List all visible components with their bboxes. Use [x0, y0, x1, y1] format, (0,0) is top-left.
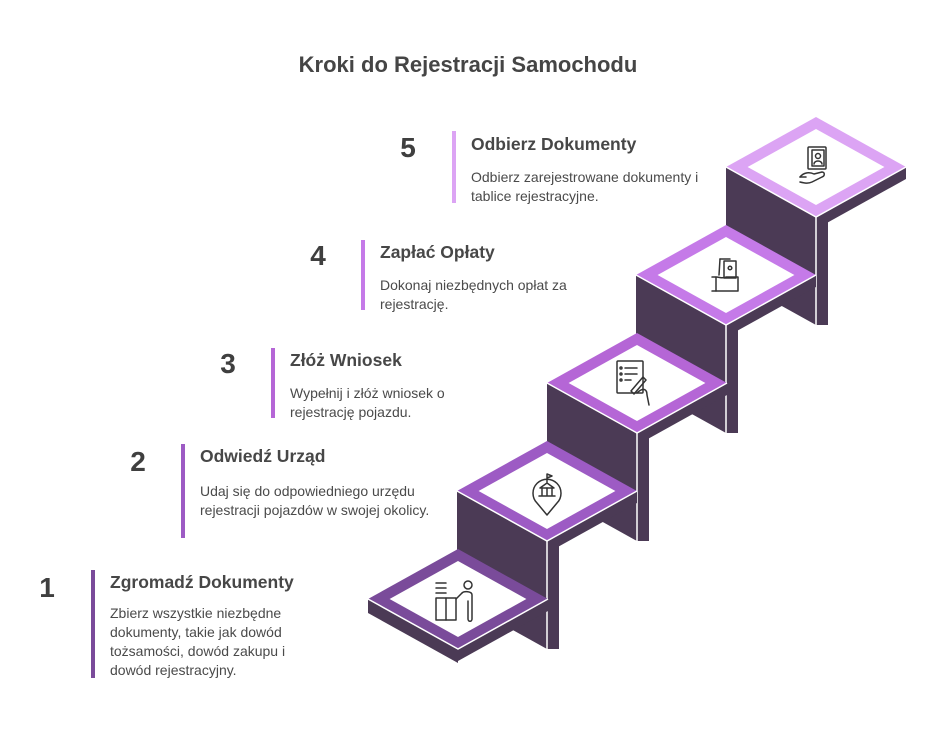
- step-5-number: 5: [400, 132, 416, 163]
- step-3-accent-bar: [271, 348, 275, 418]
- step-2-number: 2: [130, 446, 146, 477]
- step-3-number: 3: [220, 348, 236, 379]
- step-1-top-face: [389, 561, 527, 637]
- step-2-side-face: [547, 491, 637, 553]
- step-2-accent-bar: [181, 444, 185, 538]
- step-5-top-face: [747, 129, 885, 205]
- step-5-heading: Odbierz Dokumenty: [471, 134, 637, 154]
- step-1-heading: Zgromadź Dokumenty: [110, 572, 294, 592]
- step-3-side-face: [637, 383, 727, 445]
- diagram-title: Kroki do Rejestracji Samochodu: [298, 52, 638, 77]
- step-3-heading: Złóż Wniosek: [290, 350, 402, 370]
- step-1-number: 1: [39, 572, 55, 603]
- step-5-description: Odbierz zarejestrowane dokumenty i tabli…: [471, 169, 699, 204]
- step-4-side-face: [726, 275, 816, 337]
- government-building-pin-icon: [532, 473, 562, 516]
- step-1-description: Zbierz wszystkie niezbędne dokumenty, ta…: [110, 605, 286, 678]
- step-4-top-face: [657, 237, 795, 313]
- step-3-riser: [637, 427, 649, 541]
- step-1-front-face: [368, 599, 458, 663]
- step-1-side-face: [458, 599, 548, 661]
- step-5-accent-bar: [452, 131, 456, 203]
- step-4-riser: [726, 319, 738, 433]
- step-1-accent-bar: [91, 570, 95, 678]
- step-2-heading: Odwiedź Urząd: [200, 446, 326, 466]
- hand-with-money-icon: [711, 258, 739, 292]
- hand-receiving-document-icon: [799, 146, 827, 184]
- step-4-description: Dokonaj niezbędnych opłat za rejestrację…: [380, 277, 567, 312]
- step-5-side-face: [816, 167, 906, 229]
- step-5-riser: [816, 211, 828, 325]
- step-4-number: 4: [310, 240, 326, 271]
- step-4-heading: Zapłać Opłaty: [380, 242, 495, 262]
- step-1-block: [367, 549, 549, 663]
- step-2-description: Udaj się do odpowiedniego urzędu rejestr…: [200, 483, 430, 518]
- person-at-desk-icon: [435, 580, 473, 622]
- step-2-riser: [547, 535, 559, 649]
- signing-form-icon: [616, 360, 650, 406]
- step-3-description: Wypełnij i złóż wniosek o rejestrację po…: [290, 385, 445, 420]
- step-4-accent-bar: [361, 240, 365, 310]
- step-1-edge: [367, 598, 549, 650]
